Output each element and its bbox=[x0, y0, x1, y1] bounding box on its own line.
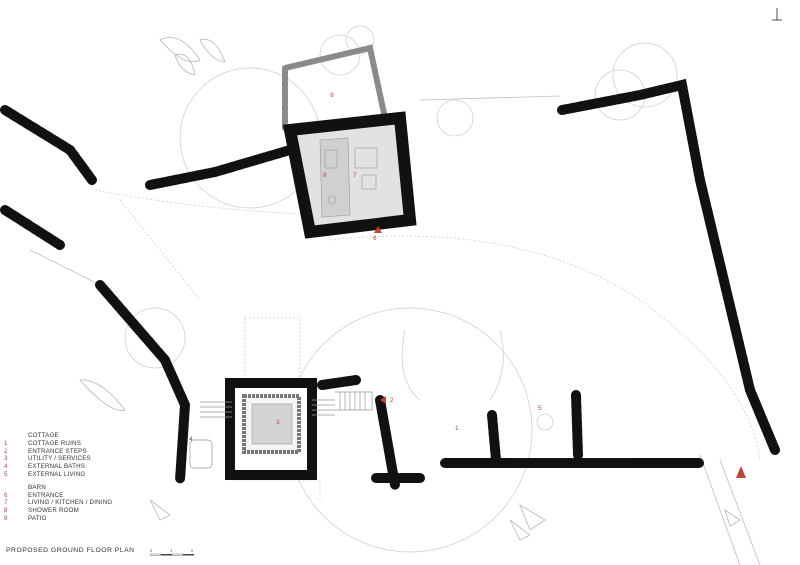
scale-bar: 0 1 2 bbox=[150, 548, 194, 556]
label-8: 8 bbox=[323, 172, 327, 179]
site-linework bbox=[29, 25, 761, 565]
label-4: 4 bbox=[189, 436, 193, 443]
scale-label-2: 2 bbox=[191, 548, 194, 553]
label-1: 1 bbox=[455, 425, 459, 432]
label-5: 5 bbox=[538, 405, 542, 412]
label-2: 2 bbox=[390, 397, 394, 404]
legend-heading-cottage: COTTAGE bbox=[28, 432, 59, 439]
barn-building bbox=[282, 111, 417, 239]
label-3: 3 bbox=[276, 419, 280, 426]
stone-walls bbox=[0, 78, 780, 490]
legend-heading-barn: BARN bbox=[28, 483, 46, 491]
vegetation bbox=[79, 37, 741, 541]
label-6: 6 bbox=[373, 235, 377, 242]
scale-label-1: 1 bbox=[170, 548, 173, 553]
site-entrance-arrow bbox=[736, 466, 746, 478]
north-arrow-icon bbox=[772, 8, 782, 21]
entrance-steps-arrow bbox=[380, 396, 386, 404]
barn-entrance-arrow bbox=[374, 226, 382, 233]
label-7: 7 bbox=[353, 172, 357, 179]
scale-label-0: 0 bbox=[150, 548, 153, 553]
plan-title: PROPOSED GROUND FLOOR PLAN bbox=[6, 547, 135, 554]
label-9: 9 bbox=[330, 92, 334, 99]
grey-ruins-wall bbox=[282, 44, 388, 131]
cottage-building bbox=[189, 378, 746, 480]
